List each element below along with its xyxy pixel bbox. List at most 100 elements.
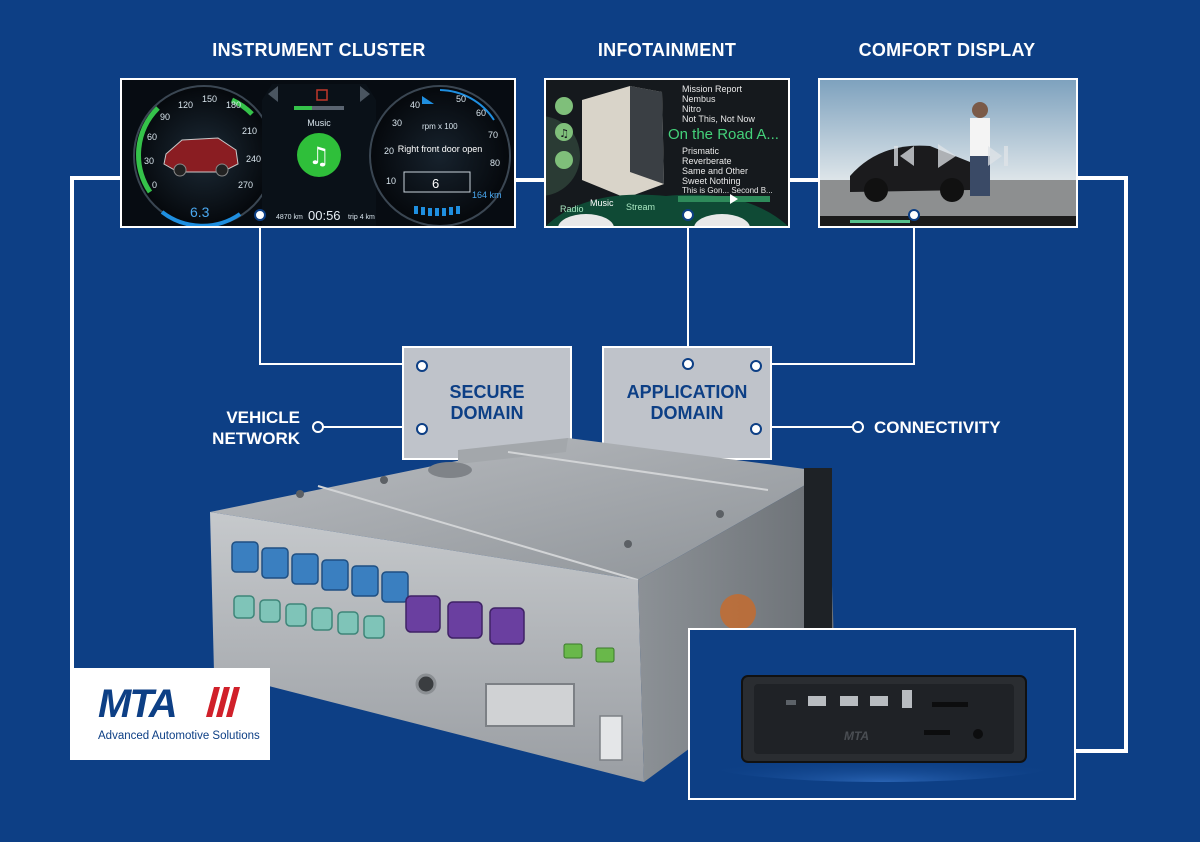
- connection-dot: [416, 360, 428, 372]
- fuel-readout: 6.3: [190, 204, 210, 220]
- odometer: 4870 km: [276, 214, 303, 221]
- media-controls: [894, 144, 1008, 168]
- sd-card-slot: [932, 702, 968, 707]
- range-bar: [414, 206, 460, 216]
- usb-port: [840, 696, 858, 706]
- sim-slot: [924, 730, 950, 735]
- connection-dot: [908, 209, 920, 221]
- music-icon: [297, 133, 341, 177]
- logo-tagline: Advanced Automotive Solutions: [98, 730, 260, 742]
- video-seekbar: [820, 216, 1076, 226]
- contacts-icon: [555, 97, 573, 115]
- comfort-title: COMFORT DISPLAY: [858, 40, 1036, 60]
- tachometer: [369, 85, 511, 226]
- connection-dot: [416, 423, 428, 435]
- track-item[interactable]: Prismatic: [682, 146, 720, 156]
- rpm-tick: 70: [488, 130, 499, 140]
- rpm-tick: 80: [490, 158, 501, 168]
- connector-row-teal: [233, 595, 385, 639]
- now-playing: On the Road A...: [668, 126, 779, 143]
- infotainment-graphics: ♫: [546, 86, 788, 226]
- antenna-socket: [415, 673, 437, 695]
- tab-radio[interactable]: Radio: [560, 204, 584, 214]
- connection-dot: [682, 209, 694, 221]
- logo-mark: MTA: [98, 682, 178, 726]
- tab-stream[interactable]: Stream: [626, 202, 656, 212]
- front-panel-illustration: MTA: [702, 675, 1062, 782]
- outer-loop-right: [1076, 176, 1128, 753]
- range-readout: 164 km: [472, 190, 502, 200]
- vehicle-network-dot: [312, 421, 324, 433]
- logo-stripes-icon: [206, 687, 240, 717]
- comfort-display-screen: [818, 78, 1078, 228]
- infotainment-title: INFOTAINMENT: [597, 40, 737, 60]
- speed-tick: 270: [238, 180, 254, 190]
- speed-tick: 90: [160, 112, 171, 122]
- speed-tick: 240: [246, 154, 262, 164]
- track-item[interactable]: Reverberate: [682, 156, 732, 166]
- usb-port-vertical: [902, 690, 912, 708]
- tab-music[interactable]: Music: [590, 198, 614, 208]
- track-item[interactable]: Nembus: [682, 94, 716, 104]
- play-icon: [938, 144, 956, 168]
- track-item[interactable]: Not This, Not Now: [682, 114, 755, 124]
- track-item[interactable]: Sweet Nothing: [682, 176, 741, 186]
- connectivity-inset: MTA: [688, 628, 1076, 800]
- track-item[interactable]: Mission Report: [682, 84, 743, 94]
- speed-tick: 210: [242, 126, 258, 136]
- rpm-unit: rpm x 100: [422, 122, 458, 131]
- cluster-title: INSTRUMENT CLUSTER: [212, 40, 426, 60]
- usb-c-port: [786, 700, 796, 705]
- video-frame: [820, 80, 1076, 226]
- audio-jack: [973, 729, 983, 739]
- clock-readout: 00:56: [308, 208, 341, 223]
- music-note-icon: [555, 123, 573, 141]
- connection-dot: [254, 209, 266, 221]
- connection-dot: [682, 358, 694, 370]
- vehicle-network-label: VEHICLE NETWORK: [212, 408, 300, 448]
- speed-tick: 120: [178, 100, 194, 110]
- person-figure: [970, 118, 990, 158]
- rpm-tick: 50: [456, 94, 467, 104]
- connectivity-label: CONNECTIVITY: [874, 418, 1001, 437]
- cooling-fan: [720, 594, 756, 630]
- svg-text:MTA: MTA: [844, 729, 869, 743]
- trip-readout: trip 4 km: [348, 214, 375, 221]
- connectivity-dot: [852, 421, 864, 433]
- main-connector: [485, 683, 575, 727]
- rpm-tick: 30: [392, 118, 403, 128]
- speed-arc: [136, 106, 160, 194]
- track-item[interactable]: Same and Other: [682, 166, 749, 176]
- speed-tick: 150: [202, 94, 218, 104]
- infotainment-screen: ♫ Mission Report Nembus Nitro Not This, …: [544, 78, 790, 228]
- wire-comfort-application: [756, 216, 915, 365]
- unit-top: [210, 438, 828, 580]
- car-icon: [163, 137, 239, 173]
- connector-row-purple: [405, 595, 525, 645]
- speed-tick: 60: [147, 132, 158, 142]
- cluster-graphics: ♫: [133, 84, 511, 226]
- previous-icon: [894, 146, 914, 166]
- svg-text:♫: ♫: [559, 127, 569, 140]
- connection-dot: [750, 423, 762, 435]
- speed-tick: 0: [152, 180, 158, 190]
- disc-icon: [555, 151, 573, 169]
- play-icon: [730, 194, 738, 204]
- instrument-cluster-screen: ♫ 0 30 60 90 120 150 180 210 240 270: [120, 78, 516, 228]
- fan-vent: [428, 462, 472, 478]
- rpm-tick: 20: [384, 146, 395, 156]
- rpm-tick: 40: [410, 100, 421, 110]
- rpm-tick: 60: [476, 108, 487, 118]
- connector-row-blue: [231, 541, 409, 603]
- speed-tick: 180: [226, 100, 242, 110]
- hdmi-port: [808, 696, 826, 706]
- next-icon: [988, 146, 1008, 166]
- connection-dot: [750, 360, 762, 372]
- track-item[interactable]: This is Gon... Second B...: [682, 186, 773, 195]
- head-unit-illustration: [210, 438, 834, 782]
- svg-text:♫: ♫: [308, 142, 330, 170]
- track-item[interactable]: Nitro: [682, 104, 702, 114]
